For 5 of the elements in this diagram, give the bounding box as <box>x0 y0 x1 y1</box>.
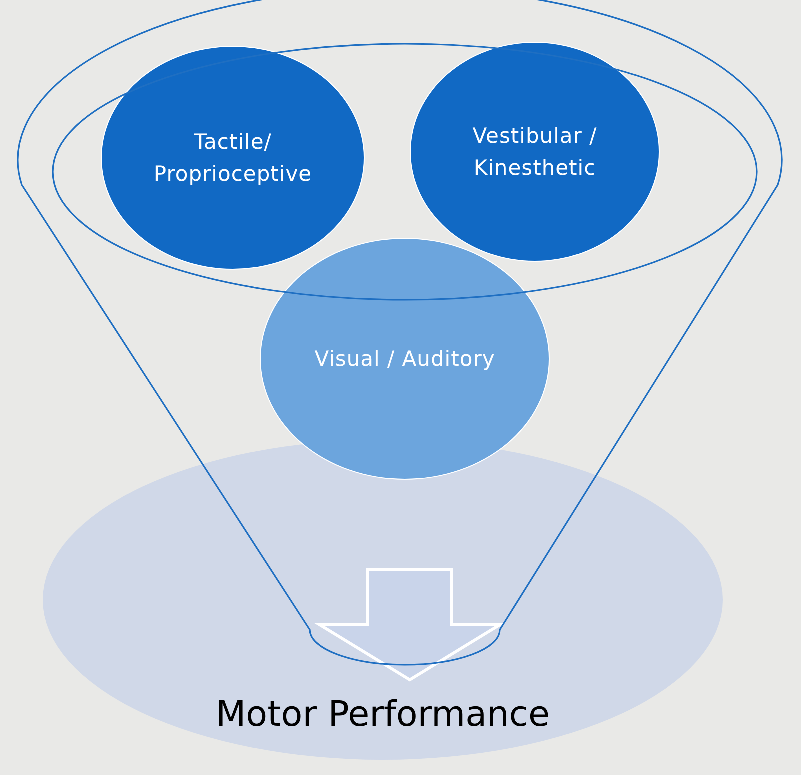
outcome-label: Motor Performance <box>216 695 550 735</box>
block-arrow <box>314 568 506 682</box>
circle-label: Vestibular / Kinesthetic <box>472 123 598 182</box>
circle-label: Visual / Auditory <box>314 346 496 373</box>
circle-label: Tactile/ Proprioceptive <box>152 129 314 188</box>
